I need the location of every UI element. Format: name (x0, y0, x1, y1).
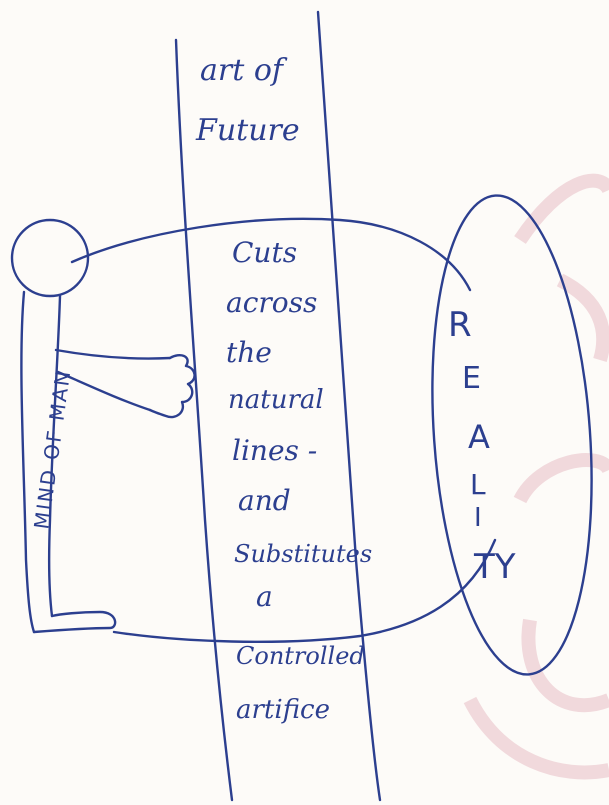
strip-line-7: Substitutes (234, 540, 372, 568)
strip-line-3: the (226, 336, 272, 369)
strip-top-line-2: Future (195, 113, 300, 148)
reality-letter-4: L (470, 468, 486, 501)
reality-letter-5: I (474, 503, 482, 533)
strip-line-4: natural (228, 385, 324, 415)
strip-line-6: and (238, 484, 291, 517)
strip-line-5: lines - (232, 434, 317, 467)
reality-letter-6: TY (473, 547, 516, 587)
reality-letter-1: R (448, 305, 472, 345)
strip-line-10: artifice (236, 695, 330, 725)
strip-line-8: a (256, 580, 273, 613)
mind-of-man-figure (10, 218, 196, 634)
reality-ellipse (431, 194, 593, 676)
watermark (463, 173, 609, 780)
strip-top-line-1: art of (200, 53, 288, 88)
upper-arc (70, 217, 472, 292)
strip-left-line (174, 38, 234, 802)
reality-letter-2: E (462, 361, 481, 396)
strip-right-line (316, 10, 382, 802)
strip-line-1: Cuts (232, 236, 297, 269)
figure-label: MIND OF MAN (29, 368, 75, 531)
strip-line-2: across (226, 286, 317, 319)
reality-letter-3: A (468, 418, 490, 456)
strip-line-9: Controlled (236, 642, 365, 670)
